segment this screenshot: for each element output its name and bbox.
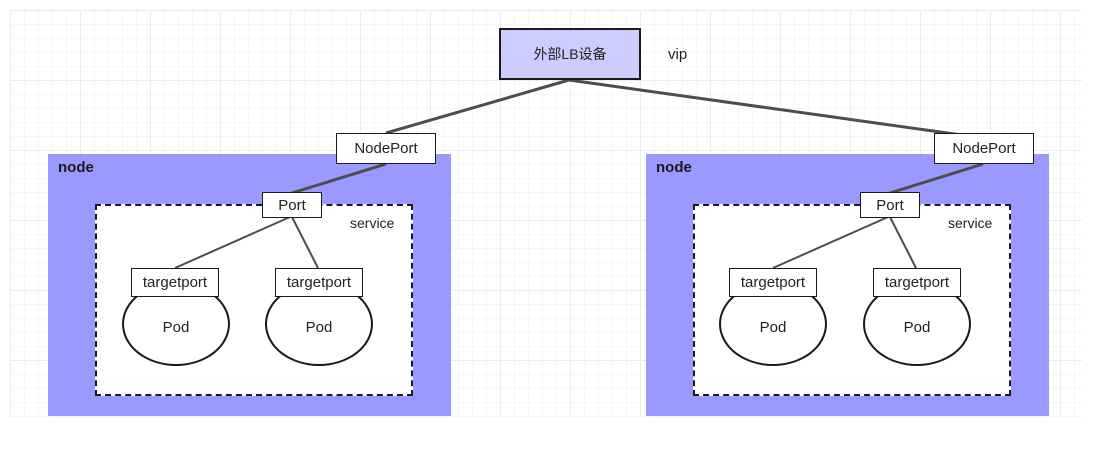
port-1-label: Port — [278, 196, 306, 214]
node-2-label: node — [656, 159, 692, 176]
line-lb-to-nodeport-2 — [568, 78, 984, 140]
service-1-label: service — [350, 215, 395, 231]
nodeport-2-box: NodePort — [934, 133, 1034, 164]
pod-2a-label: Pod — [759, 318, 787, 336]
targetport-1b-box: targetport — [275, 268, 363, 297]
line-nodeport-2-to-port-2 — [889, 162, 984, 195]
external-lb-label: 外部LB设备 — [533, 46, 607, 62]
targetport-2b-label: targetport — [884, 274, 950, 291]
service-2-label: service — [948, 215, 993, 231]
targetport-1a-label: targetport — [142, 274, 208, 291]
targetport-1b-label: targetport — [286, 274, 352, 291]
node-1-label: node — [58, 159, 94, 176]
targetport-1a-box: targetport — [131, 268, 219, 297]
pod-1b-label: Pod — [305, 318, 333, 336]
port-1-box: Port — [262, 192, 322, 218]
line-nodeport-1-to-port-1 — [291, 162, 387, 195]
nodeport-1-box: NodePort — [336, 133, 436, 164]
line-port-2-to-targetport-2b — [889, 216, 917, 269]
port-2-box: Port — [860, 192, 920, 218]
pod-1a-label: Pod — [162, 318, 190, 336]
pod-2b-label: Pod — [903, 318, 931, 336]
line-port-1-to-targetport-1a — [174, 216, 291, 269]
targetport-2b-box: targetport — [873, 268, 961, 297]
targetport-2a-box: targetport — [729, 268, 817, 297]
external-lb-box: 外部LB设备 — [499, 28, 641, 80]
targetport-2a-label: targetport — [740, 274, 806, 291]
line-port-2-to-targetport-2a — [772, 216, 889, 269]
nodeport-1-label: NodePort — [354, 140, 418, 157]
vip-label: vip — [668, 46, 688, 63]
port-2-label: Port — [876, 196, 904, 214]
line-lb-to-nodeport-1 — [385, 78, 570, 135]
line-port-1-to-targetport-1b — [291, 216, 319, 269]
nodeport-2-label: NodePort — [952, 140, 1016, 157]
